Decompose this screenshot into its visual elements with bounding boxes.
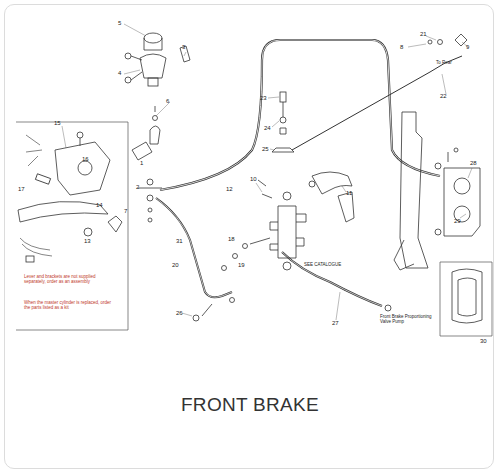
callout-number: 25 [262, 146, 269, 152]
callout-number: 13 [84, 238, 91, 244]
callout-number: 26 [176, 310, 183, 316]
callout-number: 19 [238, 262, 245, 268]
callout-number: 22 [440, 93, 447, 99]
callout-number: 1 [140, 160, 143, 166]
caption: FRONT BRAKE [0, 394, 500, 416]
callout-number: 24 [264, 125, 271, 131]
callout-number: 27 [332, 320, 339, 326]
callout-number: 8 [400, 44, 403, 50]
callout-number: 21 [420, 31, 427, 37]
callout-number: 9 [466, 44, 469, 50]
part-label: Front Brake Proportioning Valve Pump [380, 314, 440, 324]
callout-number: 17 [18, 186, 25, 192]
callout-number: 10 [250, 176, 257, 182]
callout-number: 7 [124, 208, 127, 214]
parts-note: When the master cylinder is replaced, or… [24, 300, 114, 310]
callout-number: 6 [166, 98, 169, 104]
callout-number: 14 [96, 202, 103, 208]
callout-number: 31 [176, 238, 183, 244]
callout-number: 5 [118, 20, 121, 26]
callout-number: 29 [454, 218, 461, 224]
callout-number: 15 [54, 120, 61, 126]
part-label: SEE CATALOGUE [304, 262, 364, 267]
callout-number: 28 [470, 160, 477, 166]
callout-number: 16 [82, 156, 89, 162]
part-label: To Rear [436, 60, 496, 65]
callout-number: 4 [118, 70, 121, 76]
callout-number: 3 [182, 44, 185, 50]
callout-number: 30 [480, 338, 487, 344]
callout-number: 11 [346, 190, 352, 196]
parts-note: Lever and brackets are not supplied sepa… [24, 274, 114, 284]
callout-number: 20 [172, 262, 179, 268]
callout-number: 2 [136, 184, 139, 190]
callout-number: 23 [260, 95, 267, 101]
callout-number: 18 [228, 236, 235, 242]
callout-number: 12 [226, 186, 233, 192]
